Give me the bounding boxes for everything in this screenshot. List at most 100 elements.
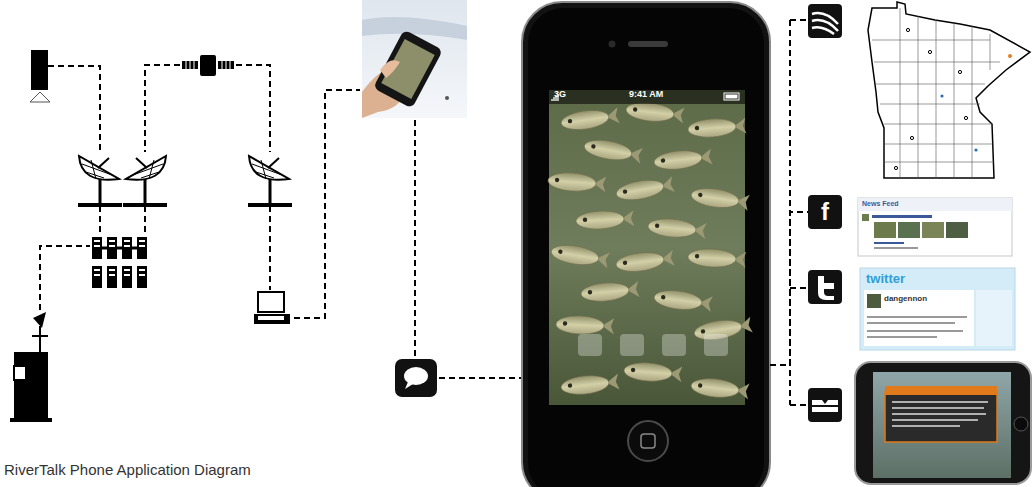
rack-icon	[137, 266, 147, 288]
photo-phone	[373, 30, 443, 109]
gauge-dot	[906, 28, 909, 31]
network-label: 3G	[554, 90, 566, 100]
fb-avatar	[862, 214, 869, 221]
server-racks	[92, 237, 147, 288]
dish-icon	[248, 156, 292, 205]
rack-icon	[122, 266, 132, 288]
gauge-station	[10, 312, 52, 422]
phone-speaker	[628, 41, 668, 47]
diagram-caption: RiverTalk Phone Application Diagram	[4, 462, 251, 479]
twitter-t	[818, 276, 834, 300]
wire	[790, 287, 808, 289]
fish	[690, 377, 750, 401]
widget-line	[812, 405, 838, 407]
sms-icon-box	[395, 359, 437, 397]
gauge-dot	[928, 50, 931, 53]
facebook-screenshot	[858, 198, 1012, 256]
fish	[560, 106, 620, 132]
phone-node: 3G9:41 AM	[522, 0, 770, 487]
sms-bubble	[404, 367, 428, 385]
tweet-panel	[864, 290, 974, 346]
phone-body	[522, 2, 770, 487]
fish	[688, 248, 747, 269]
dish-icon	[123, 156, 167, 205]
laptop-screen	[258, 292, 284, 312]
app-button	[578, 334, 602, 356]
tweet-line	[867, 316, 967, 318]
laptop-icon	[254, 292, 290, 324]
tweet-line	[867, 330, 963, 332]
tower-base	[30, 92, 50, 102]
iphone	[522, 2, 770, 487]
fish	[560, 372, 620, 396]
screenshot-frame	[860, 268, 1015, 350]
screenshot-heading: News Feed	[862, 200, 899, 208]
screenshot-frame	[858, 198, 1012, 256]
home-button	[628, 421, 668, 461]
fb-photo	[946, 222, 968, 238]
small-phone-body	[855, 362, 1031, 484]
widget-shape	[812, 400, 838, 412]
icon-box	[808, 4, 842, 38]
tweet-line	[867, 336, 937, 338]
gauge-dot	[940, 94, 943, 97]
small-iphone	[855, 362, 1031, 484]
fb-text-line	[874, 242, 904, 244]
wire	[790, 404, 808, 406]
photo-speck	[445, 96, 449, 100]
fish	[625, 101, 685, 125]
county-lines	[872, 8, 1000, 178]
wire	[294, 90, 360, 318]
sms-tail	[405, 382, 413, 389]
facebook-letter: f	[821, 199, 829, 225]
phone-screen	[549, 90, 745, 405]
app-button	[662, 334, 686, 356]
fish	[583, 137, 643, 165]
satellite-panel-lines	[186, 61, 230, 69]
satellite-body	[200, 55, 216, 76]
fish	[547, 171, 606, 193]
minnesota-map	[868, 2, 1030, 178]
laptop-keys	[258, 316, 284, 320]
gauge-dot	[958, 70, 961, 73]
battery-level	[726, 95, 738, 99]
antenna-pole	[32, 326, 48, 352]
fish-school	[547, 101, 753, 401]
fish	[580, 280, 639, 303]
status-bar	[549, 90, 745, 104]
fb-photo	[922, 222, 944, 238]
rack-icon	[137, 237, 147, 259]
app-button	[704, 334, 728, 356]
wire	[790, 19, 808, 21]
home-button-mark	[641, 434, 655, 448]
fish	[550, 242, 610, 269]
tweet-sidebar	[976, 290, 1012, 346]
rack-icon	[107, 237, 117, 259]
wire	[439, 377, 522, 379]
twitter-username: dangennon	[884, 295, 927, 304]
wire	[789, 20, 791, 405]
sms-icon	[395, 359, 437, 397]
twitter-icon	[808, 270, 842, 304]
gauge-dot	[894, 166, 897, 169]
station-foot	[10, 418, 52, 422]
widget-icon	[808, 388, 842, 422]
antenna-dish	[33, 312, 46, 328]
fb-photo	[898, 222, 920, 238]
small-phone-screen	[873, 372, 1011, 478]
wire	[99, 206, 101, 236]
twitter-avatar	[867, 294, 881, 308]
battery-icon	[724, 93, 739, 100]
river-icon	[808, 4, 842, 38]
twitter-screenshot	[860, 268, 1015, 350]
small-home-button	[1014, 417, 1028, 431]
rack-icon	[92, 237, 102, 259]
fb-text-line	[872, 215, 932, 218]
fish	[576, 209, 635, 230]
tower-icon	[30, 50, 50, 102]
photo-snow	[362, 0, 467, 118]
icon-box	[808, 270, 842, 304]
screenshot-header	[858, 198, 1012, 211]
